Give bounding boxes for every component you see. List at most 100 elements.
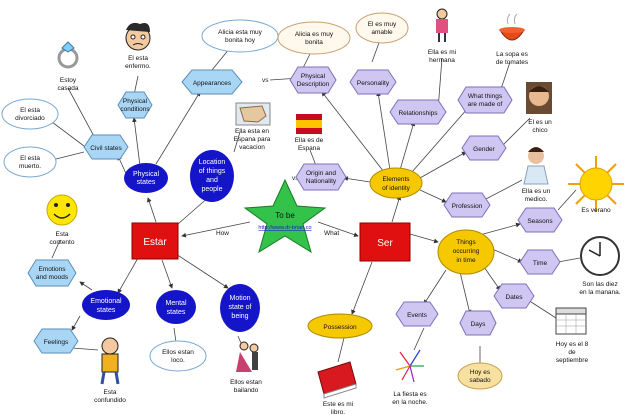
cloud-divorciado: El esta divorciado <box>1 98 59 130</box>
ring-icon <box>57 41 79 69</box>
cloud-sabado: Hoy es sabado <box>457 362 503 390</box>
svg-text:Events: Events <box>407 312 428 319</box>
cloud-es-bonita: Alicia es muy bonita <box>277 21 351 55</box>
cloud-loco: Ellos estan loco. <box>149 340 207 372</box>
svg-text:Location: Location <box>199 159 226 166</box>
personality-hex[interactable]: Personality <box>349 69 397 95</box>
svg-text:Motion: Motion <box>229 295 250 302</box>
physical-states-node[interactable]: Physical states <box>124 163 168 193</box>
vs-label-appearance: vs <box>262 77 269 84</box>
dates-hex[interactable]: Dates <box>493 283 535 309</box>
chico-caption-2: chico <box>532 127 548 134</box>
svg-text:Time: Time <box>533 260 548 267</box>
enfermo-caption-2: enfermo. <box>125 63 151 70</box>
casada-caption-1: Estoy <box>60 77 77 84</box>
contento-caption-1: Esta <box>55 231 68 238</box>
vacacion-caption-2: Espana para <box>234 136 271 143</box>
vacacion-caption-1: Ella esta en <box>235 128 269 135</box>
svg-text:Hoy es: Hoy es <box>470 369 491 376</box>
confundido-caption-1: Esta <box>103 389 116 396</box>
svg-text:divorciado: divorciado <box>15 115 45 122</box>
las-diez-caption-1: Son las diez <box>582 281 617 288</box>
svg-text:bonita: bonita <box>305 39 323 46</box>
spain-flag-icon <box>296 114 322 134</box>
vs-label-location: vs <box>292 175 299 182</box>
appearances-hex[interactable]: Appearances <box>181 69 243 95</box>
svg-text:Personality: Personality <box>357 80 390 87</box>
physical-conditions-hex[interactable]: Physical conditions <box>117 91 153 119</box>
svg-text:Elements: Elements <box>382 176 410 183</box>
elements-identity-node[interactable]: Elements of identity <box>369 167 423 199</box>
days-hex[interactable]: Days <box>459 310 497 336</box>
svg-text:Things: Things <box>456 239 476 246</box>
svg-text:El esta: El esta <box>20 107 40 114</box>
center-url-link[interactable]: http://www.dr-brian.co <box>258 225 311 231</box>
estar-box[interactable]: Estar <box>131 222 179 260</box>
physical-description-hex[interactable]: Physical Description <box>289 66 337 94</box>
svg-text:conditions: conditions <box>120 106 150 113</box>
svg-text:Origin and: Origin and <box>306 170 336 177</box>
origin-hex[interactable]: Origin and Nationality <box>295 163 347 191</box>
svg-text:loco.: loco. <box>171 357 185 364</box>
ser-box[interactable]: Ser <box>359 222 411 262</box>
location-node[interactable]: Location of things and people <box>190 150 234 202</box>
clock-icon <box>580 236 620 276</box>
hermana-caption-1: Ella es mi <box>428 49 456 56</box>
center-title: To be <box>275 211 295 220</box>
emotions-moods-hex[interactable]: Emotions and moods <box>27 259 77 287</box>
sopa-caption-2: de tomates <box>496 59 529 66</box>
sun-icon <box>568 156 624 212</box>
events-hex[interactable]: Events <box>395 301 439 327</box>
svg-text:Mental: Mental <box>165 300 186 307</box>
chico-caption-1: El es un <box>528 119 552 126</box>
svg-text:of things: of things <box>199 168 226 175</box>
what-made-of-hex[interactable]: What things are made of <box>457 86 513 114</box>
svg-text:Emotions: Emotions <box>38 266 66 273</box>
confused-man-icon <box>100 337 120 385</box>
mental-states-node[interactable]: Mental states <box>156 290 196 324</box>
de-espana-caption-2: Espana <box>298 145 320 152</box>
svg-text:Alicia esta muy: Alicia esta muy <box>218 29 262 36</box>
svg-text:amable: amable <box>371 29 393 36</box>
svg-text:Seasons: Seasons <box>527 218 553 225</box>
svg-text:Physical: Physical <box>133 171 160 178</box>
svg-text:Possession: Possession <box>323 324 357 331</box>
seasons-hex[interactable]: Seasons <box>517 207 563 233</box>
medico-caption-1: Ella es un <box>522 188 551 195</box>
svg-text:states: states <box>97 307 116 314</box>
ser-label: Ser <box>377 238 393 249</box>
fiesta-caption-2: en la noche. <box>392 399 428 406</box>
time-hex[interactable]: Time <box>519 249 561 275</box>
svg-text:of identity: of identity <box>382 185 411 192</box>
motion-node[interactable]: Motion state of being <box>220 284 260 332</box>
svg-text:El es muy: El es muy <box>368 21 397 28</box>
things-occurring-node[interactable]: Things occurring in time <box>437 229 495 275</box>
bailando-caption-2: bailando <box>234 387 259 394</box>
cloud-amable: El es muy amable <box>355 12 409 44</box>
feelings-hex[interactable]: Feelings <box>33 328 79 354</box>
svg-text:states: states <box>137 179 156 186</box>
relationships-hex[interactable]: Relationships <box>389 99 447 125</box>
svg-text:El esta: El esta <box>20 155 40 162</box>
cloud-bonita-hoy: Alicia esta muy bonita hoy <box>201 19 279 53</box>
confundido-caption-2: confundido <box>94 397 126 404</box>
center-star[interactable]: To be http://www.dr-brian.co <box>243 178 327 254</box>
svg-text:people: people <box>201 186 222 193</box>
svg-text:Description: Description <box>297 81 330 88</box>
svg-text:sabado: sabado <box>469 377 491 384</box>
profession-hex[interactable]: Profession <box>443 192 491 218</box>
boy-photo-icon <box>526 82 552 114</box>
medico-caption-2: medico. <box>525 196 548 203</box>
gender-hex[interactable]: Gender <box>461 135 507 161</box>
civil-states-hex[interactable]: Civil states <box>83 134 129 160</box>
sopa-caption-1: La sopa es <box>496 51 529 58</box>
possession-node[interactable]: Possession <box>307 313 373 339</box>
svg-text:Days: Days <box>471 321 487 328</box>
svg-text:Physical: Physical <box>123 98 148 105</box>
emotional-states-node[interactable]: Emotional states <box>82 290 130 320</box>
casada-caption-2: casada <box>58 85 79 92</box>
sister-girl-icon <box>436 8 448 42</box>
vacacion-caption-3: vacacion <box>239 144 265 151</box>
spain-map-icon <box>235 102 271 126</box>
